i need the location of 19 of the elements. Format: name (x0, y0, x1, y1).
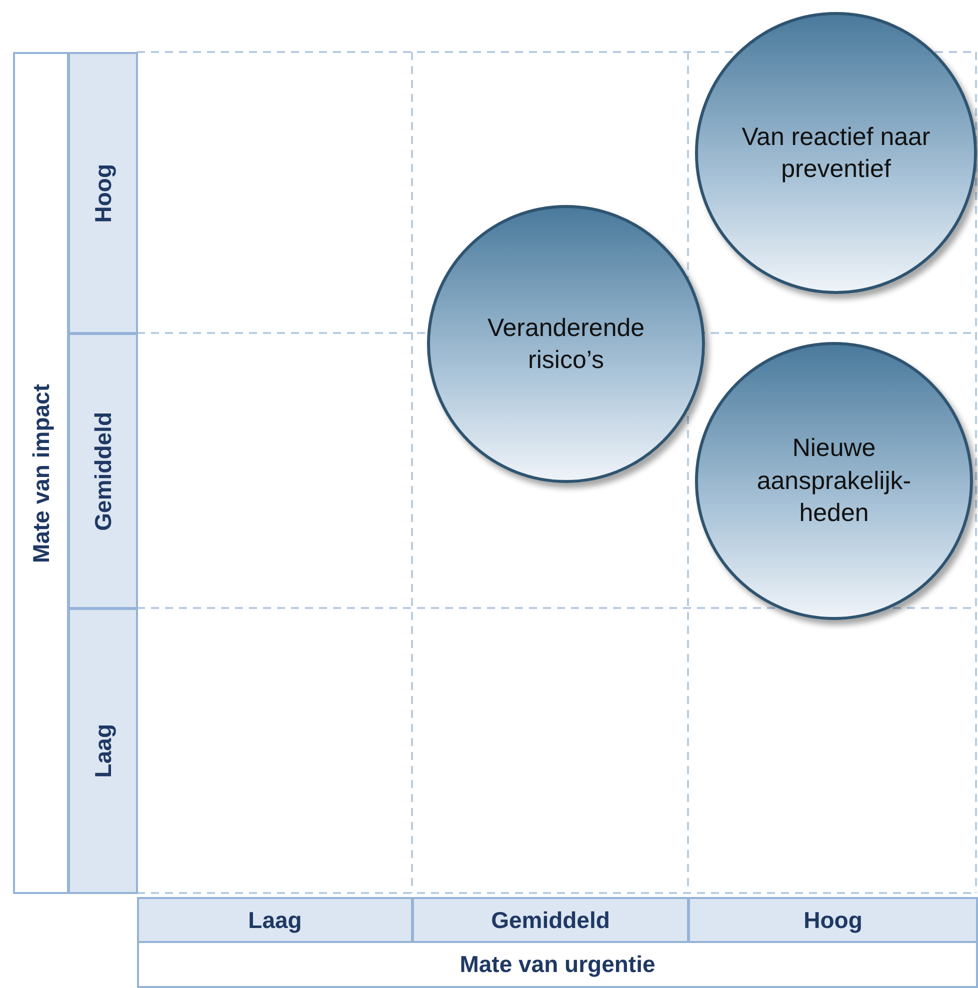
column-header (688, 897, 978, 943)
label-text: Gemiddeld (491, 906, 610, 934)
label-text: Nieuwe aansprakelijk-heden (756, 433, 912, 530)
label-text: Mate van urgentie (460, 951, 656, 978)
label-text: Laag (248, 906, 302, 934)
label-text: Mate van impact (28, 384, 54, 562)
column-header (412, 897, 689, 943)
label-text: Hoog (804, 906, 862, 934)
label-text: Van reactief naar preventief (741, 122, 931, 185)
label-text: Veranderende risico’s (486, 312, 646, 376)
axis-title (13, 52, 69, 894)
row-header (68, 52, 138, 334)
label-text: Gemiddeld (90, 412, 116, 530)
axis-title (137, 941, 978, 988)
label-text: Laag (90, 724, 116, 778)
label-text: Hoog (90, 164, 116, 222)
row-header (68, 608, 138, 894)
column-header (137, 897, 413, 943)
row-header (68, 333, 138, 609)
